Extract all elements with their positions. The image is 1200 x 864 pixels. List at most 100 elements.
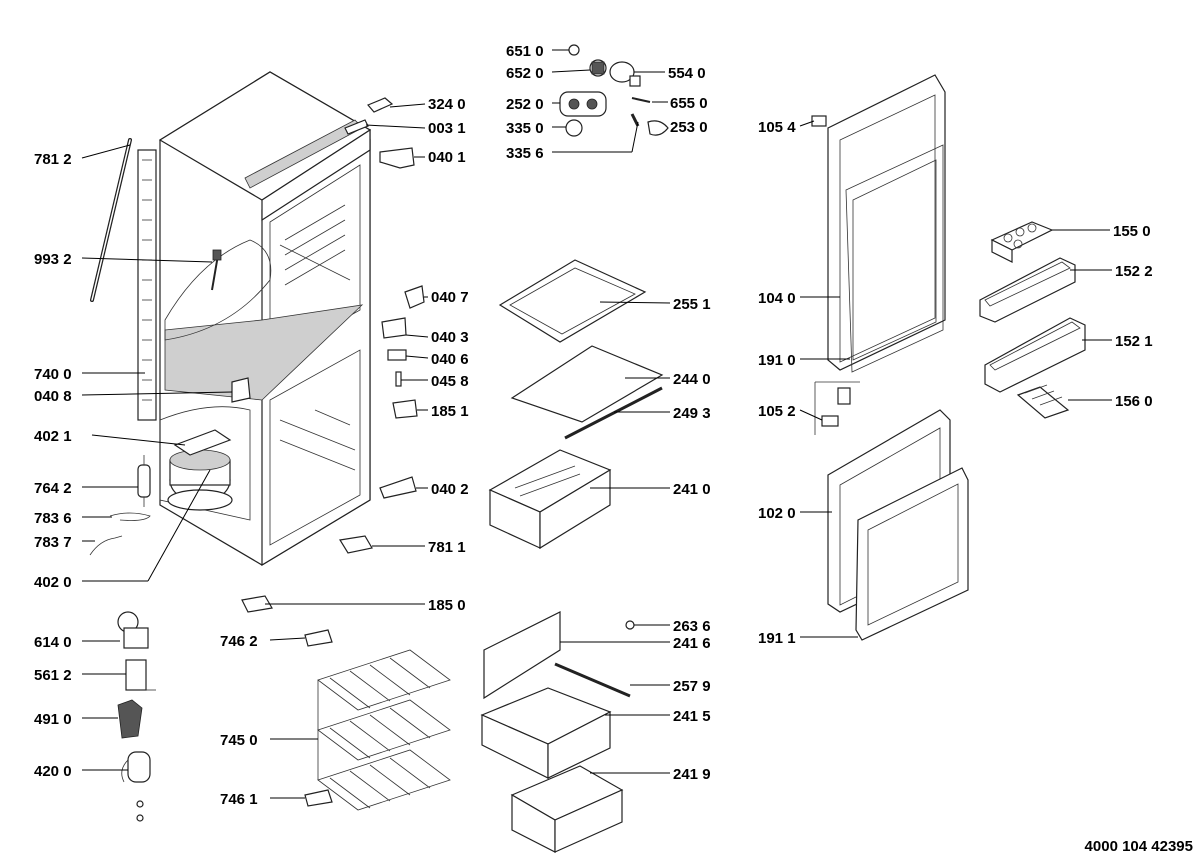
glass-shelf xyxy=(510,345,664,423)
thermostat-part xyxy=(117,611,149,649)
drawer-front xyxy=(483,611,561,700)
condenser-coil xyxy=(137,149,157,421)
dryer-filter xyxy=(137,455,151,507)
clip-part xyxy=(647,120,669,136)
crisper-drawer xyxy=(488,449,612,550)
label-783-6: 783 6 xyxy=(34,510,72,527)
label-045-8: 045 8 xyxy=(431,373,469,390)
label-783-7: 783 7 xyxy=(34,534,72,551)
label-253-0: 253 0 xyxy=(670,119,708,136)
label-185-0: 185 0 xyxy=(428,597,466,614)
label-257-9: 257 9 xyxy=(673,678,711,695)
freezer-drawer xyxy=(480,687,612,779)
label-554-0: 554 0 xyxy=(668,65,706,82)
label-746-2: 746 2 xyxy=(220,633,258,650)
label-040-8: 040 8 xyxy=(34,388,72,405)
probe-part xyxy=(211,249,222,291)
label-244-0: 244 0 xyxy=(673,371,711,388)
diagram-code: 4000 104 42395 xyxy=(1085,838,1193,855)
bracket-part xyxy=(404,285,425,309)
wire-shelves xyxy=(317,649,451,811)
label-652-0: 652 0 xyxy=(506,65,544,82)
label-040-6: 040 6 xyxy=(431,351,469,368)
switch-part xyxy=(629,75,641,87)
label-651-0: 651 0 xyxy=(506,43,544,60)
label-104-0: 104 0 xyxy=(758,290,796,307)
hinge-part xyxy=(381,317,407,339)
upper-door xyxy=(827,74,946,373)
hinge-plate xyxy=(392,399,418,419)
door-gasket xyxy=(855,467,969,641)
bracket-part xyxy=(231,377,251,403)
label-191-1: 191 1 xyxy=(758,630,796,647)
egg-tray xyxy=(990,221,1054,263)
label-402-1: 402 1 xyxy=(34,428,72,445)
ice-tray xyxy=(1016,384,1070,419)
door-balcony xyxy=(979,257,1076,323)
label-003-1: 003 1 xyxy=(428,120,466,137)
label-420-0: 420 0 xyxy=(34,763,72,780)
shelf-trim xyxy=(564,386,663,440)
handle-part xyxy=(339,535,373,554)
lamp-part xyxy=(568,44,580,56)
part-labels: 651 0 652 0 554 0 252 0 655 0 335 0 253 … xyxy=(34,43,1193,855)
label-561-2: 561 2 xyxy=(34,667,72,684)
label-335-0: 335 0 xyxy=(506,120,544,137)
label-241-9: 241 9 xyxy=(673,766,711,783)
leader-lines xyxy=(81,49,1112,799)
relay-part xyxy=(125,659,156,691)
label-781-1: 781 1 xyxy=(428,539,466,556)
knob-part xyxy=(565,119,583,137)
label-105-2: 105 2 xyxy=(758,403,796,420)
control-housing xyxy=(559,91,607,117)
label-152-1: 152 1 xyxy=(1115,333,1153,350)
label-263-6: 263 6 xyxy=(673,618,711,635)
lower-hinge xyxy=(379,476,417,499)
label-324-0: 324 0 xyxy=(428,96,466,113)
relay-cover xyxy=(117,699,143,739)
label-249-3: 249 3 xyxy=(673,405,711,422)
label-993-2: 993 2 xyxy=(34,251,72,268)
cable-part xyxy=(89,535,123,556)
cover-part xyxy=(241,595,273,613)
label-241-6: 241 6 xyxy=(673,635,711,652)
hinge-cover xyxy=(367,97,394,113)
hinge-bracket xyxy=(379,147,415,169)
capacitor-part xyxy=(121,751,151,822)
pin-part xyxy=(395,371,402,387)
shelf-frame xyxy=(498,259,647,343)
label-185-1: 185 1 xyxy=(431,403,469,420)
hinge-cap xyxy=(811,115,827,127)
label-255-1: 255 1 xyxy=(673,296,711,313)
label-764-2: 764 2 xyxy=(34,480,72,497)
label-781-2: 781 2 xyxy=(34,151,72,168)
label-040-7: 040 7 xyxy=(431,289,469,306)
plate-part xyxy=(387,349,407,361)
hinge-plate-part xyxy=(814,381,860,435)
label-740-0: 740 0 xyxy=(34,366,72,383)
lamp-holder xyxy=(589,59,607,77)
label-252-0: 252 0 xyxy=(506,96,544,113)
label-241-0: 241 0 xyxy=(673,481,711,498)
label-152-2: 152 2 xyxy=(1115,263,1153,280)
label-040-3: 040 3 xyxy=(431,329,469,346)
label-335-6: 335 6 xyxy=(506,145,544,162)
label-491-0: 491 0 xyxy=(34,711,72,728)
label-156-0: 156 0 xyxy=(1115,393,1153,410)
label-191-0: 191 0 xyxy=(758,352,796,369)
shelf-clip xyxy=(304,629,333,647)
label-746-1: 746 1 xyxy=(220,791,258,808)
label-241-5: 241 5 xyxy=(673,708,711,725)
top-rail-part xyxy=(344,119,369,135)
lamp-cap xyxy=(625,620,635,630)
compressor xyxy=(167,429,233,511)
label-105-4: 105 4 xyxy=(758,119,796,136)
label-402-0: 402 0 xyxy=(34,574,72,591)
label-155-0: 155 0 xyxy=(1113,223,1151,240)
label-655-0: 655 0 xyxy=(670,95,708,112)
freezer-basket xyxy=(510,765,624,853)
shelf-clip xyxy=(304,789,333,807)
label-745-0: 745 0 xyxy=(220,732,258,749)
spring-part xyxy=(630,113,640,127)
